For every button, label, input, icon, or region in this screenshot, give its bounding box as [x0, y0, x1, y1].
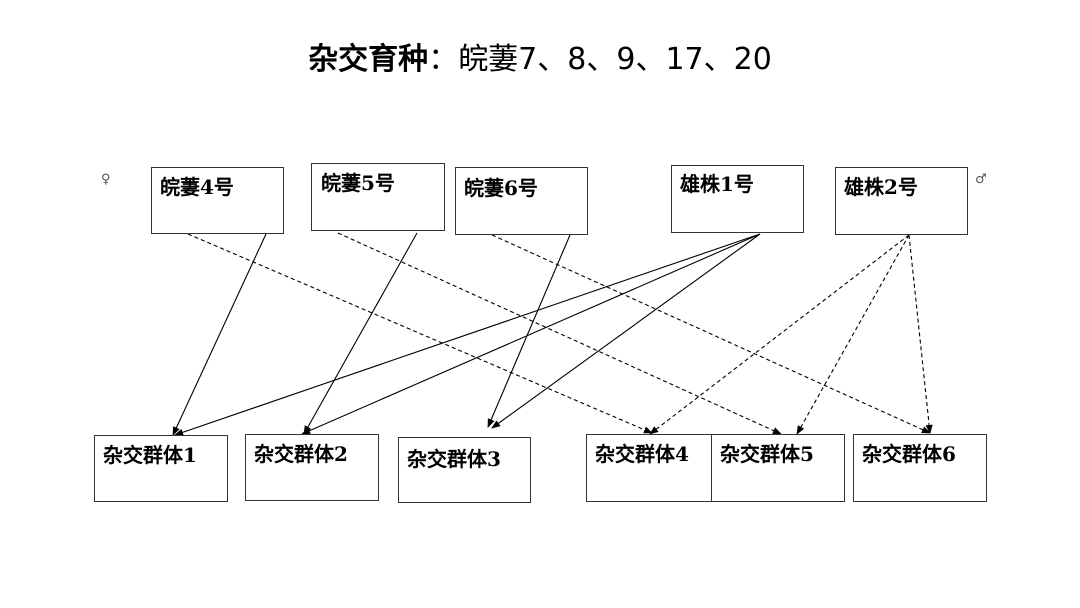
parent-box-wanlou-5: 皖萋5号: [311, 163, 445, 231]
group-label: 杂交群体5: [720, 442, 814, 466]
page-title: 杂交育种：皖萋7、8、9、17、20: [0, 38, 1080, 82]
edge-p4-g1: [172, 233, 267, 436]
parent-box-wanlou-4: 皖萋4号: [151, 167, 284, 234]
edge-m2-g6: [908, 234, 933, 434]
hybrid-group-box-1: 杂交群体1: [94, 435, 228, 502]
parent-label: 皖萋6号: [464, 176, 538, 200]
edge-m2-g5: [796, 234, 910, 435]
parent-label: 皖萋4号: [160, 175, 234, 199]
parent-box-wanlou-6: 皖萋6号: [455, 167, 588, 235]
group-label: 杂交群体6: [862, 442, 956, 466]
edge-p6-g3: [487, 234, 571, 428]
title-bold: 杂交育种: [308, 42, 429, 77]
hybrid-group-box-5: 杂交群体5: [711, 434, 845, 502]
edge-p5-g5: [337, 232, 782, 435]
female-symbol-icon: ♀: [101, 172, 111, 187]
parent-label: 皖萋5号: [321, 171, 395, 195]
hybrid-group-box-2: 杂交群体2: [245, 434, 379, 501]
edge-m1-g1: [174, 233, 761, 436]
edge-m1-g2: [301, 233, 761, 435]
hybrid-group-box-3: 杂交群体3: [398, 437, 531, 503]
group-label: 杂交群体4: [595, 442, 689, 466]
title-varieties: 皖萋7、8、9、17、20: [458, 42, 772, 77]
edge-p4-g4: [187, 233, 653, 434]
parent-box-male-2: 雄株2号: [835, 167, 968, 235]
edge-m1-g3: [491, 233, 761, 429]
parent-label: 雄株2号: [844, 175, 918, 199]
group-label: 杂交群体3: [407, 447, 501, 471]
edge-p5-g2: [303, 232, 418, 435]
parent-label: 雄株1号: [680, 172, 754, 196]
group-label: 杂交群体1: [103, 443, 197, 467]
male-symbol-icon: ♂: [975, 172, 987, 187]
edge-p6-g6: [491, 234, 931, 434]
parent-box-male-1: 雄株1号: [671, 165, 804, 233]
group-label: 杂交群体2: [254, 442, 348, 466]
hybrid-group-box-4: 杂交群体4: [586, 434, 720, 502]
hybrid-group-box-6: 杂交群体6: [853, 434, 987, 502]
title-separator: ：: [428, 42, 459, 77]
edge-m2-g4: [649, 234, 910, 435]
